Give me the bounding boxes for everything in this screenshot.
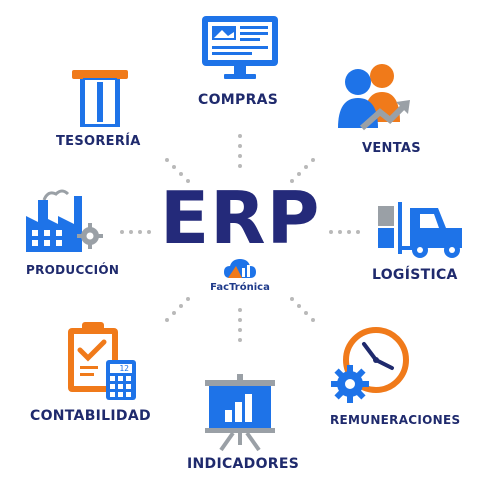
presentation-board-icon bbox=[205, 374, 275, 452]
erp-title: ERP bbox=[160, 176, 321, 260]
forklift-icon bbox=[378, 202, 462, 258]
label-logistica: LOGÍSTICA bbox=[372, 267, 458, 283]
brand-name: FacTrónica bbox=[210, 282, 270, 293]
atm-card-icon bbox=[72, 70, 128, 127]
label-remuneraciones: REMUNERACIONES bbox=[330, 413, 461, 427]
calculator-display: 12 bbox=[119, 364, 129, 373]
label-compras: COMPRAS bbox=[198, 92, 279, 108]
clock-gear-icon bbox=[331, 327, 409, 403]
clipboard-calculator-icon: 12 bbox=[68, 322, 136, 400]
monitor-icon bbox=[202, 16, 278, 79]
label-tesoreria: TESORERÍA bbox=[56, 134, 141, 149]
label-produccion: PRODUCCIÓN bbox=[26, 263, 120, 277]
users-chart-icon bbox=[338, 64, 410, 131]
factory-icon bbox=[26, 189, 103, 252]
cloud-logo-icon bbox=[224, 259, 256, 278]
label-contabilidad: CONTABILIDAD bbox=[30, 408, 151, 424]
label-indicadores: INDICADORES bbox=[187, 456, 300, 472]
label-ventas: VENTAS bbox=[362, 141, 421, 156]
